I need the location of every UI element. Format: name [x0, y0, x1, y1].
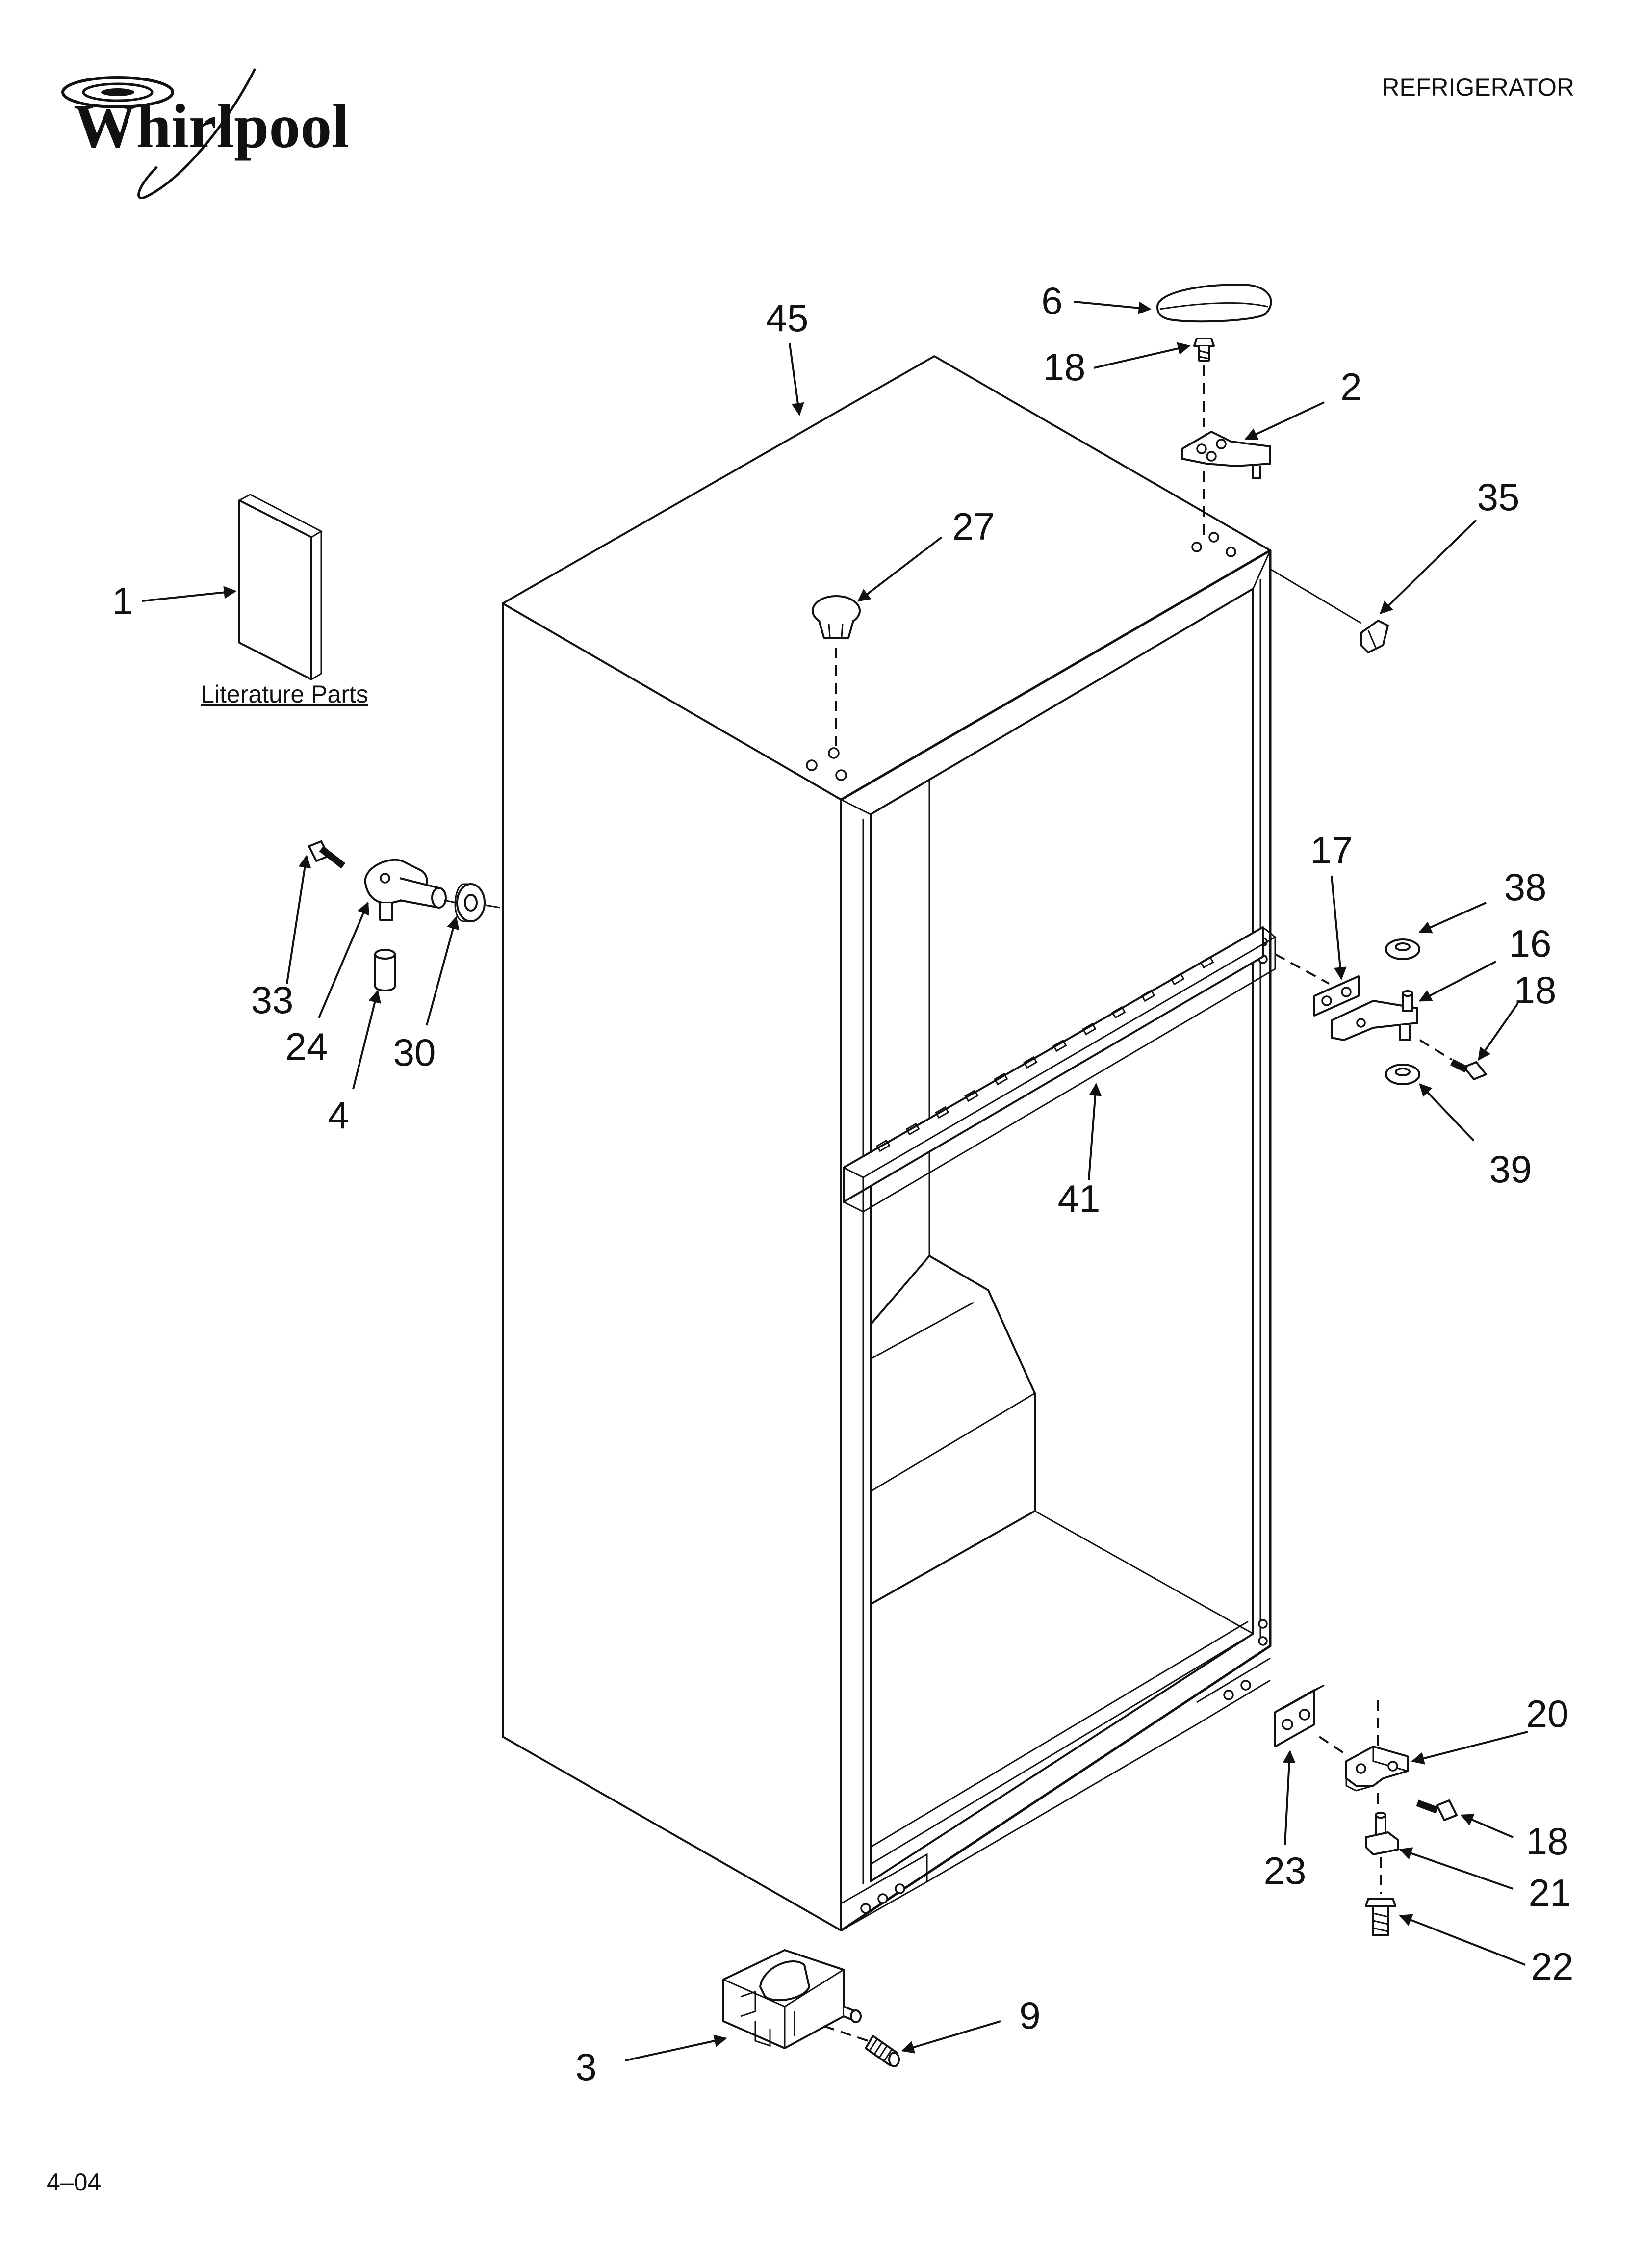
callout-38: 38 — [1504, 865, 1547, 909]
callout-18-top: 18 — [1043, 345, 1086, 389]
left-hinge-bracket — [364, 859, 447, 921]
roller-adjust-screw — [865, 2035, 900, 2067]
callout-41: 41 — [1058, 1177, 1101, 1220]
callout-35: 35 — [1477, 475, 1520, 519]
callout-18-low: 18 — [1526, 1820, 1569, 1863]
callout-21: 21 — [1529, 1871, 1571, 1914]
middle-hinge-shim — [1313, 975, 1360, 1017]
callout-numbers: 45 6 18 2 35 27 1 33 24 30 4 17 38 16 18… — [112, 279, 1573, 2088]
bottom-hinge-shim — [1274, 1684, 1325, 1747]
middle-hinge — [1331, 990, 1418, 1041]
roller-assembly — [722, 1949, 862, 2049]
callout-2: 2 — [1340, 365, 1361, 408]
callout-4: 4 — [328, 1094, 349, 1137]
callout-30: 30 — [393, 1031, 436, 1074]
leader-lines — [142, 301, 1528, 2061]
callout-1: 1 — [112, 579, 133, 623]
callout-9: 9 — [1019, 1994, 1040, 2037]
callout-18-mid: 18 — [1514, 968, 1557, 1012]
bottom-hinge — [1345, 1746, 1409, 1792]
bottom-hinge-pin — [1365, 1812, 1399, 1855]
brand-wordmark: Whirlpool — [74, 91, 349, 161]
door-stop — [1360, 620, 1389, 653]
callout-33: 33 — [251, 978, 294, 1021]
middle-hinge-screw — [1450, 1059, 1487, 1080]
literature-booklet — [238, 494, 323, 680]
top-plug — [812, 595, 861, 639]
middle-hinge-washer-top — [1385, 938, 1420, 960]
cabinet-assembly — [502, 355, 1272, 1932]
callout-17: 17 — [1310, 829, 1353, 872]
callout-20: 20 — [1526, 1692, 1569, 1735]
middle-hinge-washer-bottom — [1385, 1064, 1420, 1085]
callout-3: 3 — [575, 2045, 596, 2088]
center-rail — [843, 926, 1277, 1213]
callout-24: 24 — [285, 1025, 328, 1068]
callout-16: 16 — [1509, 922, 1552, 965]
literature-caption: Literature Parts — [201, 680, 368, 708]
page-title: REFRIGERATOR — [1382, 74, 1574, 101]
bottom-hinge-screw — [1416, 1799, 1458, 1821]
callout-39: 39 — [1489, 1147, 1532, 1191]
leveling-screw — [1365, 1898, 1396, 1936]
left-spacer — [374, 949, 396, 991]
whirlpool-logo: Whirlpool — [61, 68, 349, 200]
date-code: 4–04 — [47, 2168, 101, 2196]
callout-23: 23 — [1264, 1849, 1307, 1892]
top-hinge — [1181, 431, 1271, 479]
hinge-cover — [1156, 284, 1272, 323]
callout-45: 45 — [766, 296, 809, 339]
callout-22: 22 — [1531, 1945, 1574, 1988]
top-hinge-screw — [1193, 338, 1215, 362]
left-washer — [454, 883, 486, 922]
left-handle-screw — [308, 840, 346, 869]
callout-6: 6 — [1041, 279, 1062, 322]
callout-27: 27 — [952, 505, 995, 548]
